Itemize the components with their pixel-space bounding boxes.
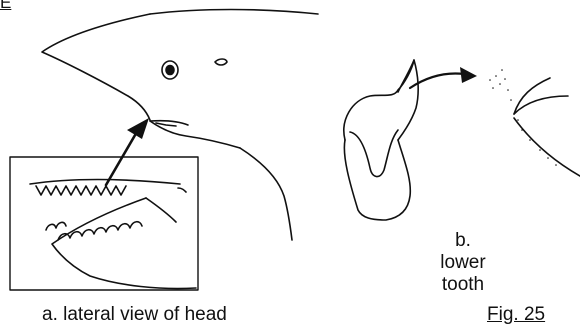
tooth-caption: b. lower tooth (418, 230, 508, 296)
head-caption: a. lateral view of head (42, 304, 227, 326)
lower-tooth-drawing (344, 60, 418, 220)
tooth-arrow (410, 67, 477, 88)
shark-spiracle (215, 59, 227, 65)
tooth-caption-line2: tooth (418, 274, 508, 296)
tooth-caption-line1: lower (418, 252, 508, 274)
inset-arrow (106, 118, 149, 185)
shark-head-outline (42, 10, 318, 241)
corner-mark-text: E (0, 0, 11, 14)
shark-eye (162, 61, 178, 79)
inset-jaw-detail (10, 157, 198, 290)
figure-number: Fig. 25 (487, 304, 545, 326)
tooth-caption-letter: b. (418, 230, 508, 252)
jaw-edge-detail (489, 69, 580, 176)
